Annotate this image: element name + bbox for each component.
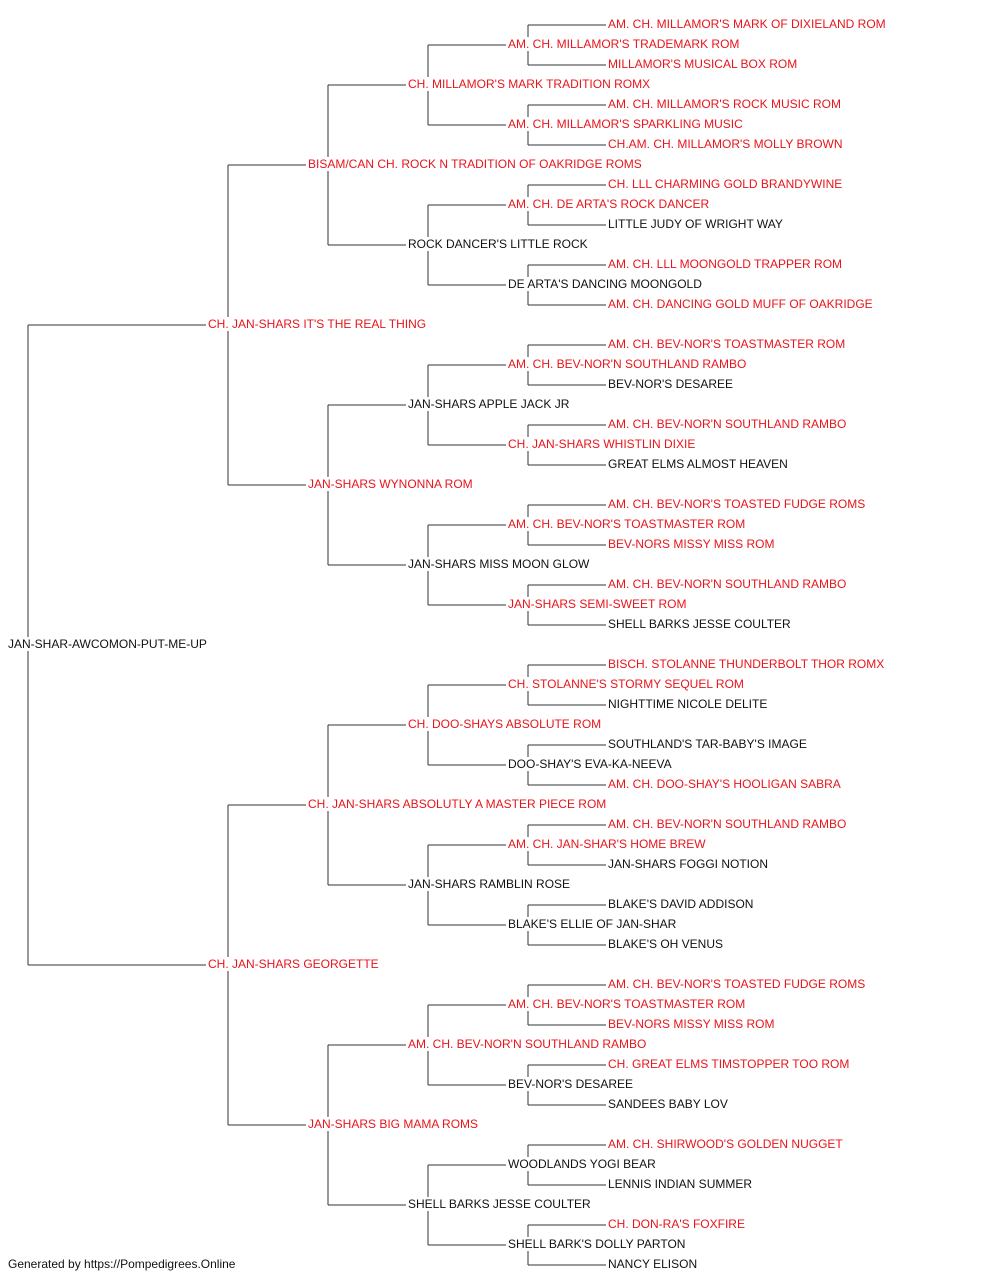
ancestor-gen5-18: NIGHTTIME NICOLE DELITE [608, 697, 770, 711]
ancestor-gen3-8: SHELL BARKS JESSE COULTER [408, 1197, 593, 1211]
ancestor-gen4-7: AM. CH. BEV-NOR'S TOASTMASTER ROM [508, 517, 748, 531]
ancestor-gen5-26: BEV-NORS MISSY MISS ROM [608, 1017, 777, 1031]
ancestor-gen5-23: BLAKE'S DAVID ADDISON [608, 897, 756, 911]
ancestor-gen4-16: SHELL BARK'S DOLLY PARTON [508, 1237, 688, 1251]
ancestor-gen5-6: LITTLE JUDY OF WRIGHT WAY [608, 217, 785, 231]
ancestor-gen4-8: JAN-SHARS SEMI-SWEET ROM [508, 597, 689, 611]
ancestor-gen5-10: BEV-NOR'S DESAREE [608, 377, 735, 391]
ancestor-gen4-12: BLAKE'S ELLIE OF JAN-SHAR [508, 917, 679, 931]
ancestor-gen2-4: JAN-SHARS BIG MAMA ROMS [308, 1117, 481, 1131]
ancestor-gen5-9: AM. CH. BEV-NOR'S TOASTMASTER ROM [608, 337, 848, 351]
ancestor-gen1-2: CH. JAN-SHARS GEORGETTE [208, 957, 381, 971]
ancestor-gen2-2: JAN-SHARS WYNONNA ROM [308, 477, 475, 491]
ancestor-gen4-2: AM. CH. MILLAMOR'S SPARKLING MUSIC [508, 117, 745, 131]
ancestor-gen4-4: DE ARTA'S DANCING MOONGOLD [508, 277, 704, 291]
ancestor-gen5-25: AM. CH. BEV-NOR'S TOASTED FUDGE ROMS [608, 977, 868, 991]
ancestor-gen5-31: CH. DON-RA'S FOXFIRE [608, 1217, 747, 1231]
ancestor-gen5-27: CH. GREAT ELMS TIMSTOPPER TOO ROM [608, 1057, 852, 1071]
generator-credit: Generated by https://Pompedigrees.Online [8, 1257, 236, 1271]
ancestor-gen3-4: JAN-SHARS MISS MOON GLOW [408, 557, 592, 571]
ancestor-gen5-16: SHELL BARKS JESSE COULTER [608, 617, 793, 631]
ancestor-gen5-29: AM. CH. SHIRWOOD'S GOLDEN NUGGET [608, 1137, 845, 1151]
ancestor-gen4-11: AM. CH. JAN-SHAR'S HOME BREW [508, 837, 708, 851]
subject-name: JAN-SHAR-AWCOMON-PUT-ME-UP [8, 637, 209, 651]
ancestor-gen4-10: DOO-SHAY'S EVA-KA-NEEVA [508, 757, 674, 771]
ancestor-gen5-28: SANDEES BABY LOV [608, 1097, 730, 1111]
ancestor-gen5-32: NANCY ELISON [608, 1257, 700, 1271]
ancestor-gen5-7: AM. CH. LLL MOONGOLD TRAPPER ROM [608, 257, 845, 271]
ancestor-gen5-5: CH. LLL CHARMING GOLD BRANDYWINE [608, 177, 845, 191]
ancestor-gen3-2: ROCK DANCER'S LITTLE ROCK [408, 237, 590, 251]
ancestor-gen5-14: BEV-NORS MISSY MISS ROM [608, 537, 777, 551]
ancestor-gen5-17: BISCH. STOLANNE THUNDERBOLT THOR ROMX [608, 657, 887, 671]
ancestor-gen5-19: SOUTHLAND'S TAR-BABY'S IMAGE [608, 737, 809, 751]
ancestor-gen5-3: AM. CH. MILLAMOR'S ROCK MUSIC ROM [608, 97, 843, 111]
ancestor-gen4-14: BEV-NOR'S DESAREE [508, 1077, 635, 1091]
ancestor-gen3-5: CH. DOO-SHAYS ABSOLUTE ROM [408, 717, 604, 731]
ancestor-gen5-11: AM. CH. BEV-NOR'N SOUTHLAND RAMBO [608, 417, 849, 431]
ancestor-gen5-8: AM. CH. DANCING GOLD MUFF OF OAKRIDGE [608, 297, 875, 311]
ancestor-gen5-12: GREAT ELMS ALMOST HEAVEN [608, 457, 790, 471]
ancestor-gen3-7: AM. CH. BEV-NOR'N SOUTHLAND RAMBO [408, 1037, 649, 1051]
ancestor-gen4-9: CH. STOLANNE'S STORMY SEQUEL ROM [508, 677, 746, 691]
ancestor-gen4-6: CH. JAN-SHARS WHISTLIN DIXIE [508, 437, 698, 451]
ancestor-gen5-20: AM. CH. DOO-SHAY'S HOOLIGAN SABRA [608, 777, 843, 791]
ancestor-gen5-21: AM. CH. BEV-NOR'N SOUTHLAND RAMBO [608, 817, 849, 831]
ancestor-gen3-1: CH. MILLAMOR'S MARK TRADITION ROMX [408, 77, 653, 91]
ancestor-gen5-1: AM. CH. MILLAMOR'S MARK OF DIXIELAND ROM [608, 17, 888, 31]
ancestor-gen5-13: AM. CH. BEV-NOR'S TOASTED FUDGE ROMS [608, 497, 868, 511]
ancestor-gen5-4: CH.AM. CH. MILLAMOR'S MOLLY BROWN [608, 137, 845, 151]
ancestor-gen3-6: JAN-SHARS RAMBLIN ROSE [408, 877, 573, 891]
ancestor-gen4-1: AM. CH. MILLAMOR'S TRADEMARK ROM [508, 37, 742, 51]
ancestor-gen5-22: JAN-SHARS FOGGI NOTION [608, 857, 771, 871]
ancestor-gen4-3: AM. CH. DE ARTA'S ROCK DANCER [508, 197, 712, 211]
ancestor-gen1-1: CH. JAN-SHARS IT'S THE REAL THING [208, 317, 429, 331]
ancestor-gen4-13: AM. CH. BEV-NOR'S TOASTMASTER ROM [508, 997, 748, 1011]
ancestor-gen4-15: WOODLANDS YOGI BEAR [508, 1157, 658, 1171]
ancestor-gen2-3: CH. JAN-SHARS ABSOLUTLY A MASTER PIECE R… [308, 797, 609, 811]
ancestor-gen3-3: JAN-SHARS APPLE JACK JR [408, 397, 572, 411]
ancestor-gen5-24: BLAKE'S OH VENUS [608, 937, 725, 951]
ancestor-gen5-2: MILLAMOR'S MUSICAL BOX ROM [608, 57, 800, 71]
ancestor-gen5-30: LENNIS INDIAN SUMMER [608, 1177, 755, 1191]
ancestor-gen5-15: AM. CH. BEV-NOR'N SOUTHLAND RAMBO [608, 577, 849, 591]
ancestor-gen4-5: AM. CH. BEV-NOR'N SOUTHLAND RAMBO [508, 357, 749, 371]
ancestor-gen2-1: BISAM/CAN CH. ROCK N TRADITION OF OAKRID… [308, 157, 644, 171]
